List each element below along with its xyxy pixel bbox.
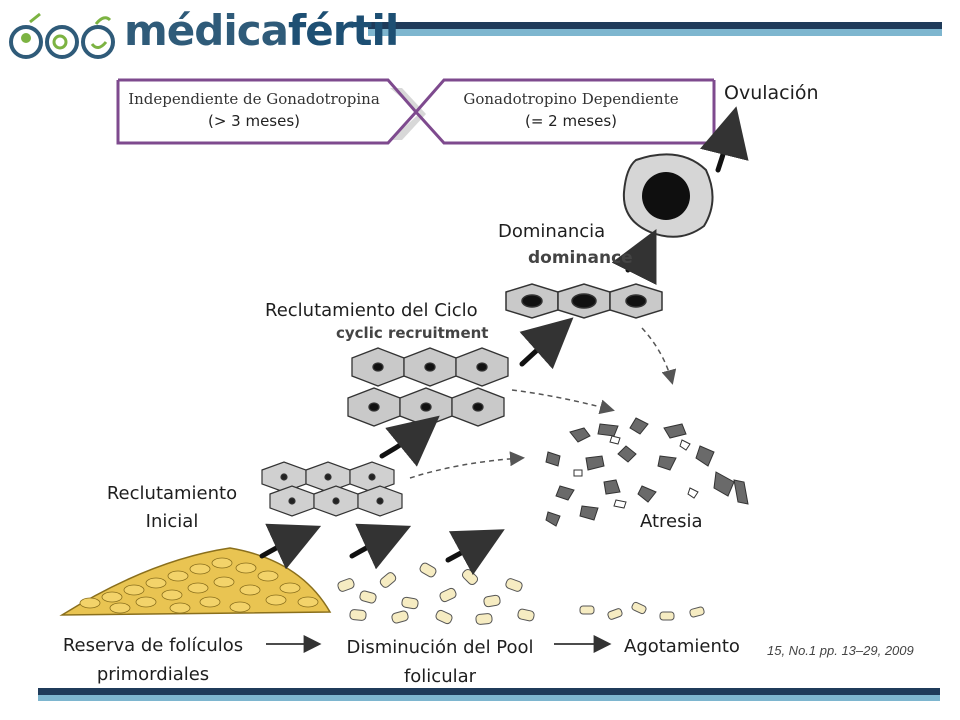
phase-independent: Independiente de Gonadotropina (> 3 mese…: [124, 88, 384, 132]
atresia-outlines: [573, 435, 699, 509]
dominance-cells: [505, 283, 663, 319]
label-atresia: Atresia: [640, 511, 703, 532]
label-reserve-line2: primordiales: [96, 664, 210, 685]
phase-independent-duration: (> 3 meses): [207, 112, 301, 130]
declining-pool: [337, 562, 535, 625]
label-dominance-original: dominance: [528, 248, 633, 268]
primordial-reserve: [59, 547, 332, 616]
label-reserve-line1: Reserva de folículos: [62, 635, 244, 656]
phase-dependent: Gonadotropino Dependiente (= 2 meses): [448, 88, 694, 132]
growth-arrows: [259, 106, 749, 576]
logo-wordmark: médicafértil: [124, 6, 399, 55]
logo-suffix: fértil: [287, 6, 399, 55]
label-initial-line2: Inicial: [145, 511, 199, 532]
citation-text: 15, No.1 pp. 13–29, 2009: [767, 643, 914, 658]
label-decline-line1: Disminución del Pool: [346, 637, 534, 658]
label-initial-recruitment: Reclutamiento Inicial: [92, 480, 252, 536]
label-dominance: Dominancia: [498, 221, 606, 242]
phase-dependent-duration: (= 2 meses): [524, 112, 618, 130]
phase-dependent-title: Gonadotropino Dependiente: [463, 90, 679, 108]
exhaustion-follicles: [579, 601, 705, 621]
atresia-arrows: [409, 327, 677, 479]
label-initial-line1: Reclutamiento: [106, 483, 238, 504]
ovulatory-follicle: [622, 153, 714, 238]
label-cyclic-original: cyclic recruitment: [336, 324, 489, 342]
label-reserve: Reserva de folículos primordiales: [46, 631, 260, 689]
label-ovulation: Ovulación: [724, 82, 819, 104]
label-cyclic-recruitment: Reclutamiento del Ciclo: [265, 300, 478, 321]
label-decline-line2: folicular: [403, 666, 477, 687]
header-bars: [368, 22, 942, 36]
logo-icon: [9, 12, 115, 59]
atresia-fragments: [545, 417, 749, 527]
logo-prefix: médica: [124, 6, 289, 55]
phase-independent-title: Independiente de Gonadotropina: [128, 90, 380, 108]
initial-recruitment-cells: [261, 461, 403, 517]
cyclic-recruitment-cells: [347, 347, 509, 427]
footer-bars: [38, 688, 940, 701]
label-exhaustion: Agotamiento: [624, 636, 740, 657]
label-decline: Disminución del Pool folicular: [326, 633, 554, 691]
